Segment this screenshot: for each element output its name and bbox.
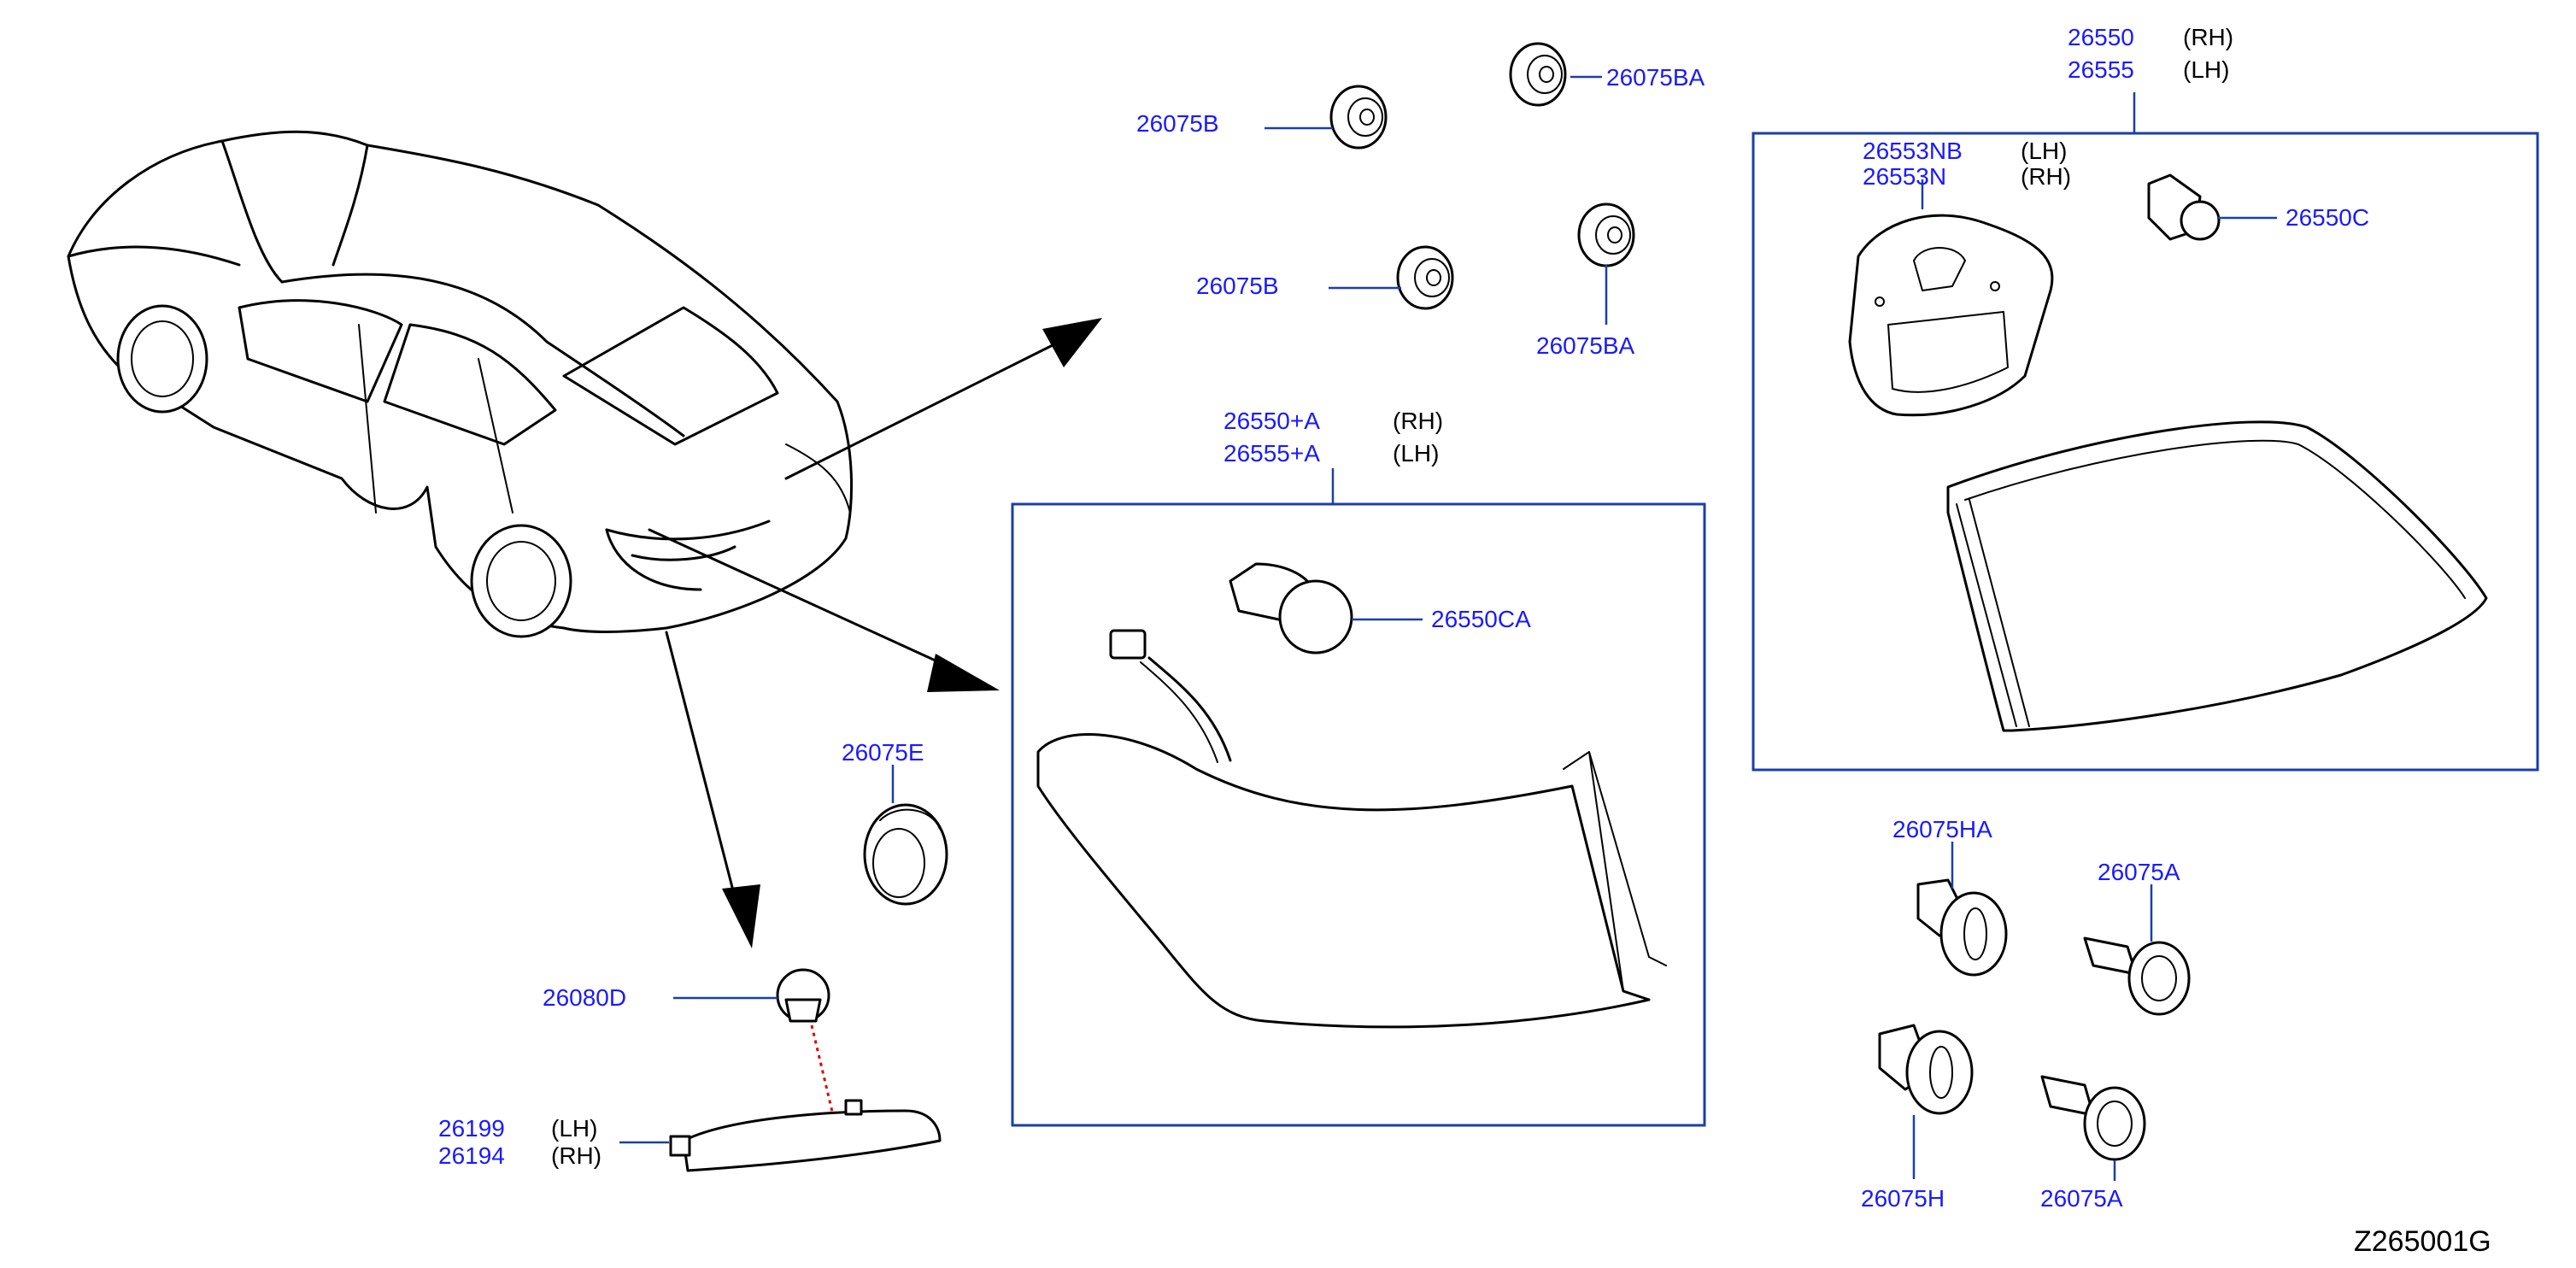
label-26553nb[interactable]: 26553NB <box>1863 138 1963 164</box>
label-26080d[interactable]: 26080D <box>543 984 626 1011</box>
label-26199[interactable]: 26199 <box>438 1115 505 1142</box>
label-26075h[interactable]: 26075H <box>1861 1185 1945 1212</box>
label-26194[interactable]: 26194 <box>438 1142 505 1169</box>
grommet-26075b-top <box>1329 85 1388 150</box>
label-26555a[interactable]: 26555+A <box>1223 440 1320 467</box>
label-26550-side: (RH) <box>2183 24 2233 50</box>
label-26075e[interactable]: 26075E <box>842 739 924 766</box>
label-26553n[interactable]: 26553N <box>1863 163 1946 190</box>
reflector-26199 <box>669 1099 942 1172</box>
lamp-box-right <box>1752 132 2539 772</box>
label-26550a-side: (RH) <box>1393 408 1443 434</box>
label-26555-side: (LH) <box>2183 56 2229 83</box>
label-26199-side: (LH) <box>551 1115 597 1142</box>
label-26550c[interactable]: 26550C <box>2286 204 2369 231</box>
label-26553n-side: (RH) <box>2021 163 2071 190</box>
label-26075ba-top[interactable]: 26075BA <box>1606 64 1705 91</box>
tail-lamp-assembly <box>1036 629 1667 1029</box>
label-26075a-top[interactable]: 26075A <box>2098 859 2180 885</box>
socket-26550c <box>2147 173 2221 241</box>
socket-26080d <box>776 968 830 1023</box>
bolt-26075a-bottom <box>2040 1075 2146 1161</box>
label-26075ba-mid[interactable]: 26075BA <box>1536 332 1635 359</box>
label-26075a-bottom[interactable]: 26075A <box>2040 1185 2123 1212</box>
grommet-26075b-mid <box>1396 245 1454 310</box>
inner-lamp-lens <box>1946 420 2488 732</box>
dotted-guide <box>810 1024 835 1116</box>
label-26550[interactable]: 26550 <box>2068 24 2134 50</box>
diagram-code: Z265001G <box>2354 1225 2491 1258</box>
leader-lines <box>619 75 2277 1181</box>
bulb-26550ca <box>1229 562 1353 655</box>
tail-lamp-box <box>1011 502 1706 1127</box>
label-26550ca[interactable]: 26550CA <box>1431 606 1531 632</box>
grommet-26075ba-top <box>1509 42 1567 107</box>
label-26075ha[interactable]: 26075HA <box>1892 816 1992 842</box>
clip-26075h <box>1878 1024 1974 1115</box>
gasket-26553n <box>1848 214 2054 417</box>
label-26555a-side: (LH) <box>1393 440 1439 467</box>
label-26075b-mid[interactable]: 26075B <box>1196 273 1279 299</box>
label-26075b-top[interactable]: 26075B <box>1136 110 1219 137</box>
pointer-arrows <box>648 318 1102 948</box>
grommet-26075ba-mid <box>1577 203 1635 267</box>
bolt-26075a-top <box>2083 936 2191 1016</box>
car-illustration <box>67 130 854 638</box>
label-26555[interactable]: 26555 <box>2068 56 2134 83</box>
grommet-26075e <box>863 803 948 906</box>
clip-26075ha <box>1916 878 2008 977</box>
label-26550a[interactable]: 26550+A <box>1223 408 1320 434</box>
label-26194-side: (RH) <box>551 1142 601 1169</box>
label-26553nb-side: (LH) <box>2021 138 2067 164</box>
